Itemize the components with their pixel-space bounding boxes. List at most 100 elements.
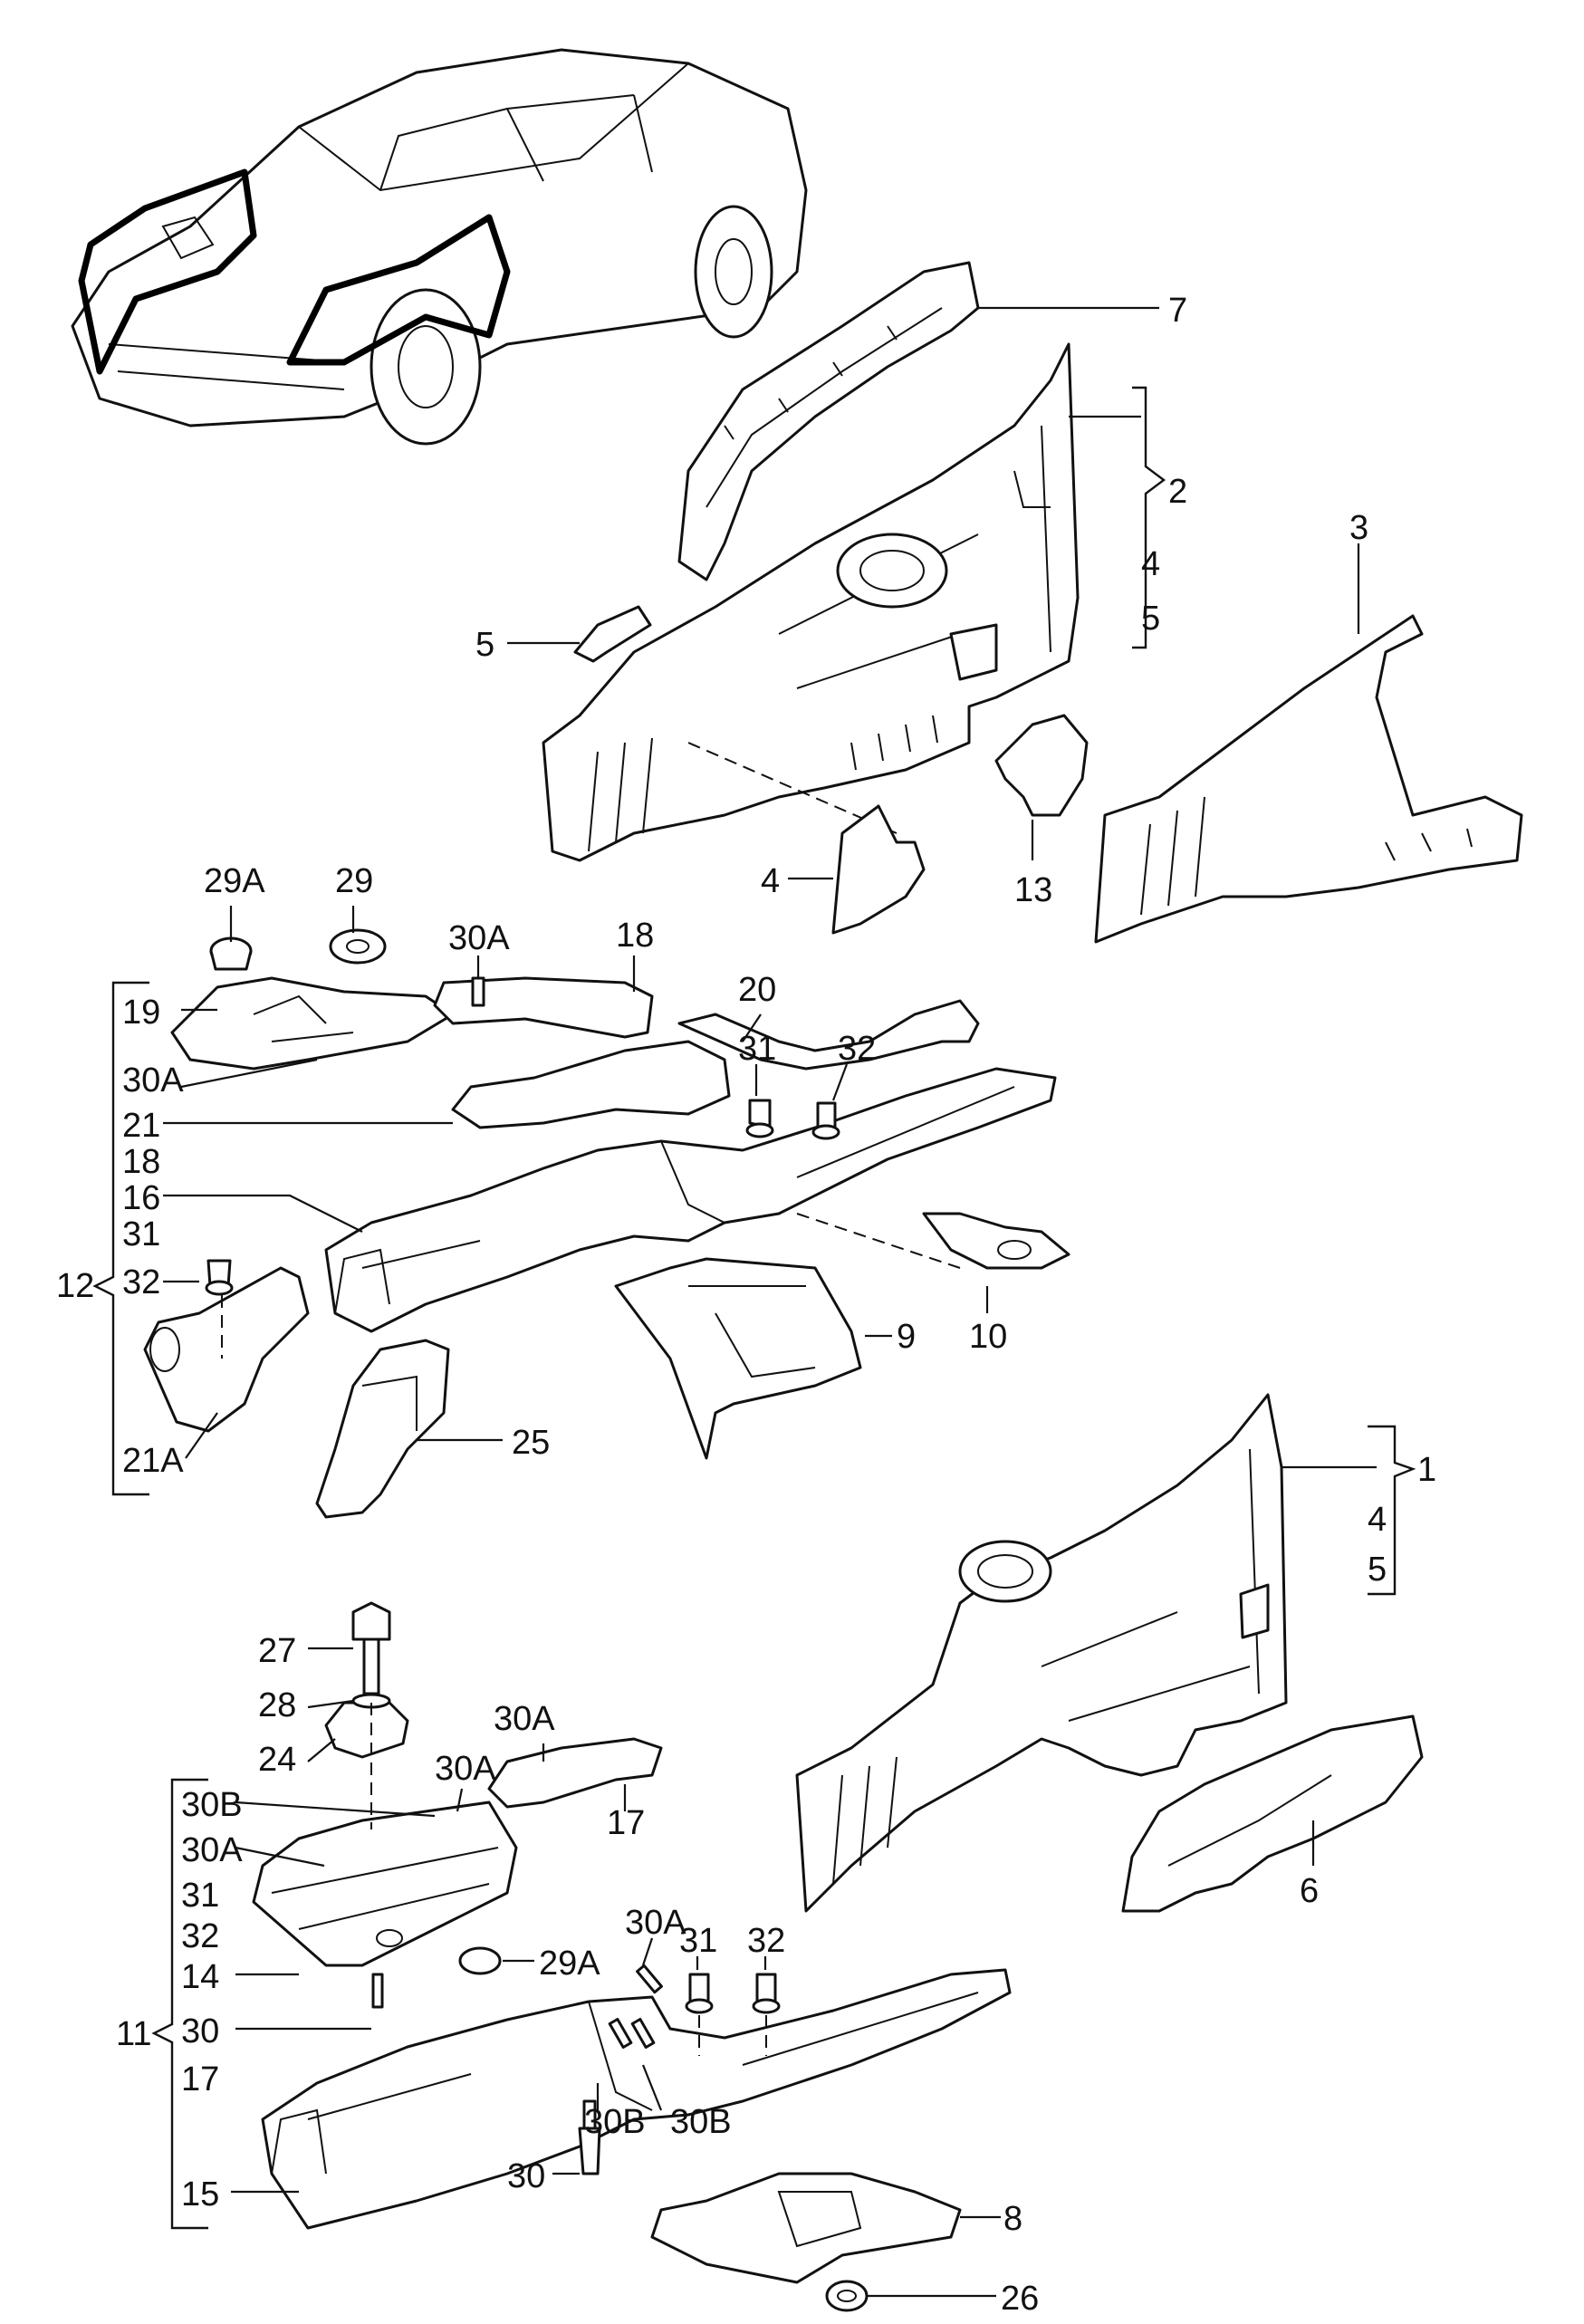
callout-31-mid: 31 [738,1030,776,1068]
part-30a-stud-top [471,976,485,1007]
callout-4-group2: 4 [1141,545,1160,583]
brace-part-1 [1368,1425,1416,1596]
callout-30a-b2: 30A [435,1750,496,1788]
callout-25: 25 [512,1424,550,1462]
callout-32-b: 32 [181,1917,219,1955]
part-30b-bolts [608,1964,663,2049]
callout-4: 4 [761,862,780,900]
callout-15: 15 [181,2175,219,2214]
part-2-inner-wing-assembly [542,342,1080,862]
callout-17-top: 17 [607,1804,645,1842]
part-9-panel [614,1257,862,1460]
callout-30a-b3: 30A [181,1831,243,1869]
part-13-bracket [994,714,1089,817]
part-25-bracket [315,1339,450,1519]
callout-30a-b1: 30A [494,1700,555,1738]
part-29a-grommet-lower [458,1946,502,1975]
part-21a-bracket [143,1266,310,1433]
callout-29-top: 29 [335,862,373,900]
car-overview-illustration [71,48,808,446]
part-8-panel [650,2172,962,2284]
callout-10: 10 [969,1318,1007,1356]
part-21-bracket [451,1040,731,1129]
part-26-grommet [825,2280,869,2312]
part-15-longitudinal-member [261,1968,1012,2230]
callout-24: 24 [258,1741,296,1779]
callout-16: 16 [122,1179,160,1217]
callout-30-b: 30 [181,2012,219,2050]
callout-labels: 7 2 4 5 3 5 4 13 29A 29 30A 18 20 19 30A… [56,292,1436,2318]
callout-17-list: 17 [181,2060,219,2098]
callout-31-b2: 31 [679,1922,717,1960]
callout-4-group1: 4 [1368,1501,1387,1539]
callout-11: 11 [116,2015,151,2053]
part-1-inner-wing-complete [795,1393,1288,1913]
part-31-nut-lower [685,1973,714,2014]
part-30-bolt-lower [578,2099,601,2175]
callout-30b-left: 30B [181,1786,243,1824]
callout-1: 1 [1417,1451,1436,1489]
callout-30a-left: 30A [122,1061,184,1100]
part-16-longitudinal-member [324,1067,1057,1333]
callout-31-list: 31 [122,1215,160,1253]
callout-21: 21 [122,1107,160,1145]
callout-6: 6 [1300,1872,1319,1910]
part-7-wheelhouse-upper-rail [677,261,980,581]
part-17-plate [487,1737,663,1809]
callout-9: 9 [897,1318,916,1356]
callout-20: 20 [738,971,776,1009]
callout-5: 5 [475,626,494,664]
callout-5-group1: 5 [1368,1551,1387,1589]
brace-part-2 [1132,386,1166,649]
callout-2: 2 [1168,473,1187,511]
part-4-reinforcement [831,804,926,935]
callout-18-top: 18 [616,917,654,955]
part-32-nut-mid [811,1101,840,1140]
callout-8: 8 [1003,2200,1022,2238]
brace-part-12 [92,981,149,1496]
callout-14: 14 [181,1958,219,1996]
callout-27: 27 [258,1632,296,1670]
callout-5-group2: 5 [1141,600,1160,638]
callout-30b-b1: 30B [584,2103,646,2141]
part-18-upper-rail [433,976,654,1039]
callout-31-b: 31 [181,1877,219,1915]
callout-32-list: 32 [122,1263,160,1301]
callout-30a-top: 30A [448,919,510,957]
brace-part-11 [151,1778,208,2230]
callout-29a-top: 29A [204,862,265,900]
part-20-bracket [677,999,980,1071]
part-5-bracket [573,605,652,663]
part-32-stud-left [205,1259,234,1296]
part-31-nut-mid [745,1099,774,1138]
part-19-plate [170,976,455,1071]
part-29a-grommet [209,936,253,971]
callout-18-list: 18 [122,1143,160,1181]
callout-13: 13 [1014,871,1052,909]
callout-21a: 21A [122,1442,184,1480]
assembly-braces [92,386,1416,2230]
part-14-mount-plate [252,1801,518,1967]
part-6-front-rail [1121,1714,1424,1913]
part-30-bolt-upper [371,1973,384,2009]
part-3-inner-wing-panel [1094,614,1523,944]
callout-32-b2: 32 [747,1922,785,1960]
callout-12: 12 [56,1267,94,1305]
leader-lines [163,306,1377,2298]
callout-30b-b2: 30B [670,2103,732,2141]
part-27-bolt [351,1601,391,1695]
callout-30a-b4: 30A [625,1904,686,1942]
part-10-bracket [922,1212,1070,1270]
callout-7: 7 [1168,292,1187,330]
part-24-bracket [324,1701,409,1759]
callout-3: 3 [1349,509,1368,547]
callout-26: 26 [1001,2280,1039,2318]
callout-28: 28 [258,1686,296,1724]
part-32-nut-lower [752,1973,781,2014]
callout-29a-b: 29A [539,1945,600,1983]
callout-30-b2: 30 [507,2157,545,2195]
callout-32-mid: 32 [838,1030,876,1068]
callout-19: 19 [122,994,160,1032]
part-29-grommet [329,928,387,965]
